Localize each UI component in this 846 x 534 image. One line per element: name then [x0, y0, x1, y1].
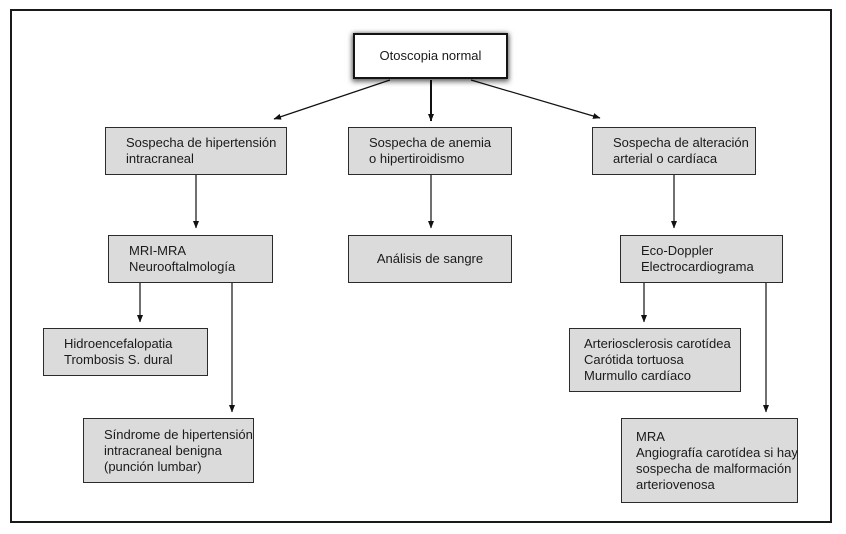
node-label-line: Neurooftalmología [129, 259, 236, 274]
node-label-line: arteriovenosa [636, 476, 715, 492]
node-sindrome-hipertension-benigna: Síndrome de hipertensión intracraneal be… [83, 418, 254, 483]
node-label-line: Angiografía carotídea si hay [636, 444, 798, 460]
node-arteriosclerosis-carotidea: Arteriosclerosis carotídea Carótida tort… [569, 328, 741, 392]
node-label-line: Arteriosclerosis carotídea [584, 336, 731, 351]
node-label-line: Murmullo cardíaco [584, 368, 691, 383]
node-analisis-de-sangre: Análisis de sangre [348, 235, 512, 283]
node-label: Otoscopia normal [379, 48, 482, 63]
node-mra-angiografia-carotidea: MRA Angiografía carotídea si hay sospech… [621, 418, 798, 503]
node-label-line: MRI-MRA [129, 243, 187, 258]
node-sospecha-anemia-hipertiroidismo: Sospecha de anemia o hipertiroidismo [348, 127, 512, 175]
node-label-line: Hidroencefalopatia [64, 336, 173, 351]
node-eco-doppler-electrocardiograma: Eco-Doppler Electrocardiograma [620, 235, 783, 283]
node-label-line: Síndrome de hipertensión [104, 426, 253, 442]
node-label-line: Trombosis S. dural [64, 352, 173, 367]
node-label-line: Sospecha de anemia [369, 135, 492, 150]
node-label-line: intracraneal benigna [104, 442, 222, 458]
node-label-line: (punción lumbar) [104, 458, 202, 474]
node-label-line: sospecha de malformación [636, 460, 792, 476]
node-label-line: arterial o cardíaca [613, 151, 718, 166]
node-hidroencefalopatia-trombosis: Hidroencefalopatia Trombosis S. dural [43, 328, 208, 376]
node-sospecha-hipertension-intracraneal: Sospecha de hipertensión intracraneal [105, 127, 287, 175]
node-label-line: Sospecha de hipertensión [126, 135, 277, 150]
node-label-line: intracraneal [126, 151, 194, 166]
node-sospecha-alteracion-arterial-cardiaca: Sospecha de alteración arterial o cardía… [592, 127, 756, 175]
node-label: Análisis de sangre [376, 251, 484, 266]
node-label-line: Electrocardiograma [641, 259, 754, 274]
node-label-line: MRA [636, 428, 665, 444]
node-label-line: Carótida tortuosa [584, 352, 684, 367]
node-mri-mra-neurooftalmologia: MRI-MRA Neurooftalmología [108, 235, 273, 283]
node-label-line: o hipertiroidismo [369, 151, 465, 166]
node-otoscopia-normal: Otoscopia normal [353, 33, 508, 79]
node-label-line: Sospecha de alteración [613, 135, 749, 150]
node-label-line: Eco-Doppler [641, 243, 714, 258]
